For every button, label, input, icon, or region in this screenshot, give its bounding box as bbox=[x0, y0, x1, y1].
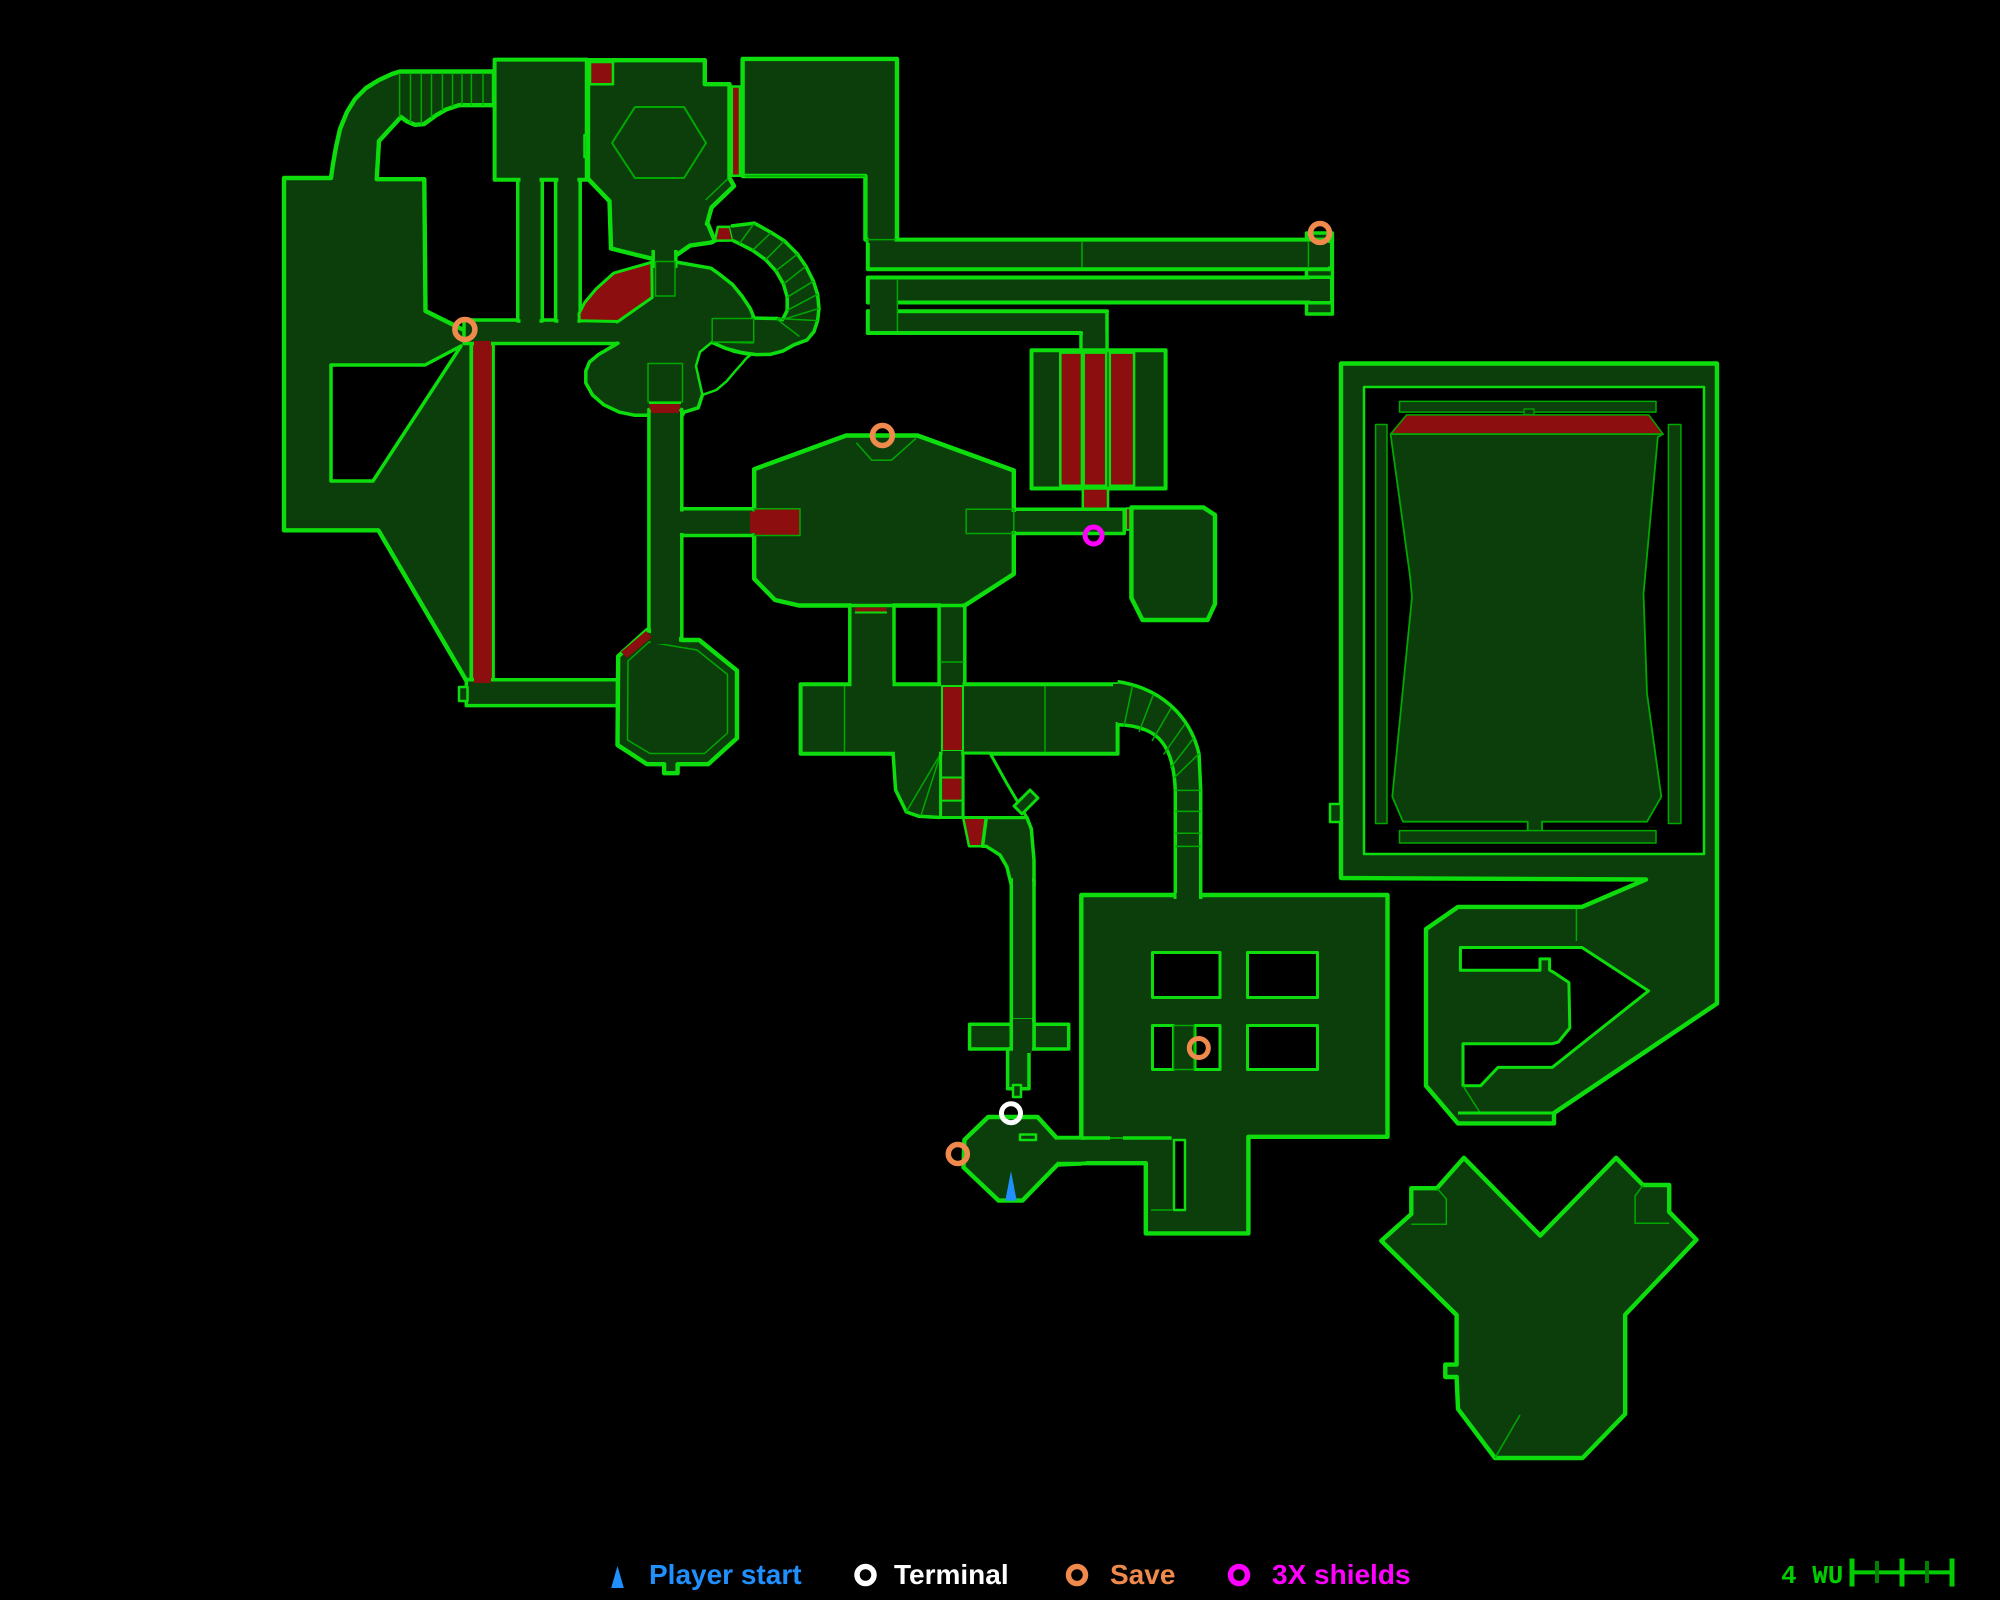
svg-text:Player start: Player start bbox=[649, 1559, 802, 1590]
svg-text:4 WU: 4 WU bbox=[1781, 1561, 1843, 1591]
svg-text:Save: Save bbox=[1110, 1559, 1175, 1590]
svg-text:3X shields: 3X shields bbox=[1272, 1559, 1411, 1590]
svg-text:Terminal: Terminal bbox=[894, 1559, 1009, 1590]
